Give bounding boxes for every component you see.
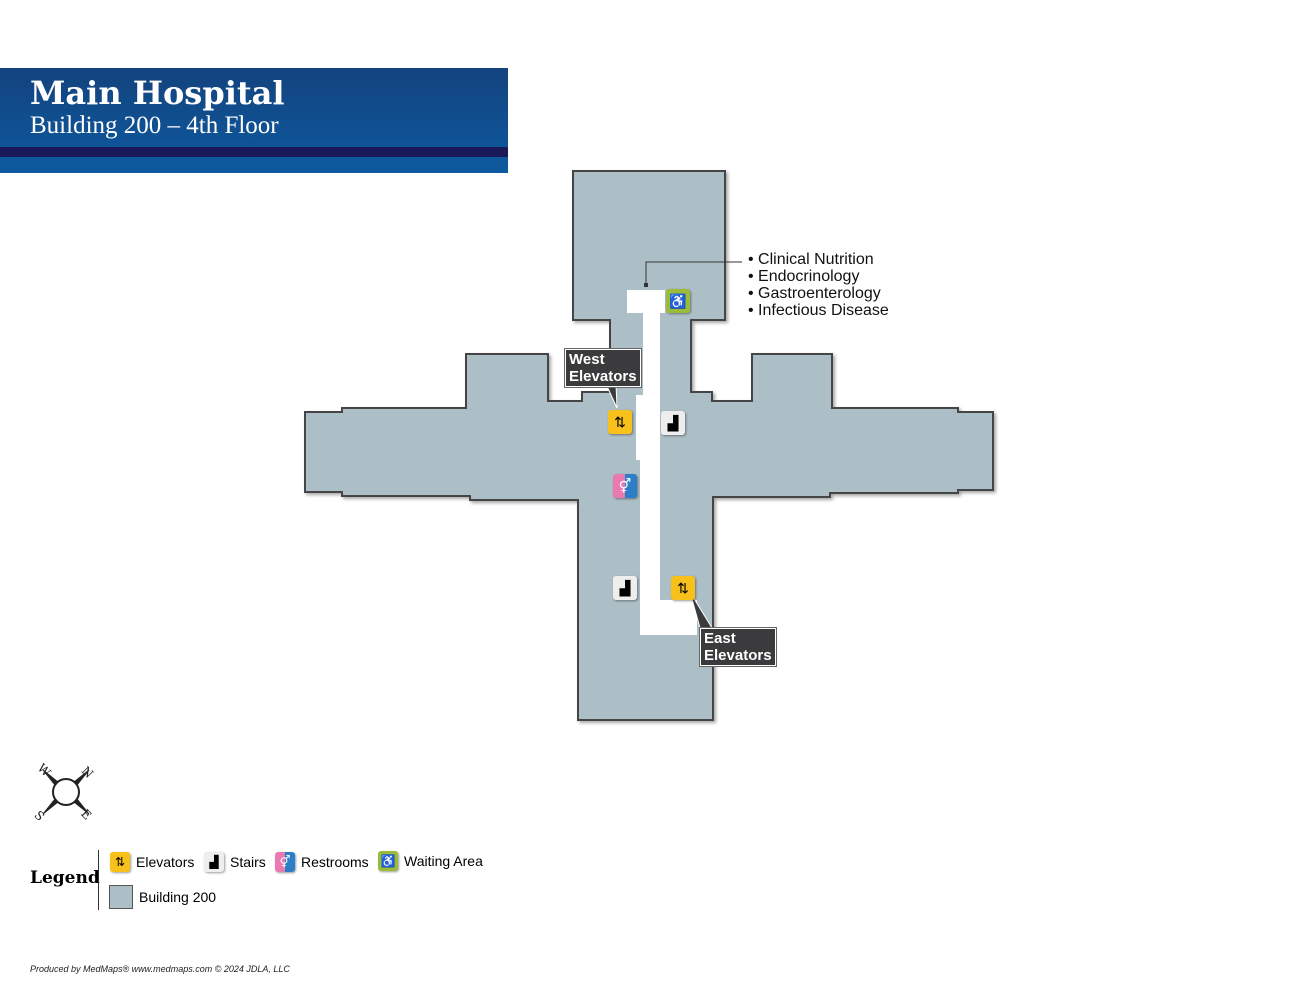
restrooms-icon[interactable]: ⚥ [613, 474, 637, 498]
east-elevators-callout[interactable]: East Elevators [700, 628, 776, 666]
department-item[interactable]: • Gastroenterology [748, 285, 881, 302]
legend-label: Building 200 [139, 889, 217, 905]
page-title: Main Hospital [30, 74, 285, 112]
map-header: Main Hospital Building 200 – 4th Floor [0, 68, 508, 173]
stairs-icon[interactable]: ▟ [661, 411, 685, 435]
legend-label: Waiting Area [404, 853, 483, 869]
stairs-icon: ▟ [204, 852, 224, 872]
page-subtitle: Building 200 – 4th Floor [30, 112, 279, 139]
compass-rose: W N S E [32, 761, 97, 824]
legend-waiting-area: ♿ Waiting Area [378, 851, 483, 871]
corridor [627, 290, 697, 635]
waiting-area-icon: ♿ [378, 851, 398, 871]
compass-s: S [32, 808, 48, 824]
restrooms-icon: ⚥ [275, 852, 295, 872]
footer-credit: Produced by MedMaps® www.medmaps.com © 2… [30, 964, 290, 974]
department-list: • Clinical Nutrition • Endocrinology • G… [748, 251, 889, 319]
department-item[interactable]: • Infectious Disease [748, 302, 889, 319]
elevator-icon: ⇅ [110, 852, 130, 872]
department-item[interactable]: • Clinical Nutrition [748, 251, 874, 268]
waiting-area-icon[interactable]: ♿ [666, 289, 690, 313]
west-elevator-icon[interactable]: ⇅ [608, 410, 632, 434]
legend-label: Elevators [136, 854, 195, 870]
leader-line [645, 261, 742, 285]
callout-line: Elevators [704, 647, 772, 664]
callout-line: Elevators [569, 368, 637, 385]
legend-label: Restrooms [301, 854, 369, 870]
department-item[interactable]: • Endocrinology [748, 268, 860, 285]
legend-building: Building 200 [109, 885, 216, 909]
legend-stairs: ▟ Stairs [204, 852, 266, 872]
callout-line: East [704, 630, 736, 647]
east-elevator-icon[interactable]: ⇅ [671, 576, 695, 600]
legend-divider [98, 850, 99, 910]
legend-label: Stairs [230, 854, 266, 870]
legend-elevators: ⇅ Elevators [110, 852, 194, 872]
west-elevators-callout[interactable]: West Elevators [565, 349, 641, 387]
header-band [0, 147, 508, 157]
stairs-icon[interactable]: ▟ [613, 576, 637, 600]
legend-restrooms: ⚥ Restrooms [275, 852, 369, 872]
legend-title: Legend [30, 868, 100, 888]
callout-line: West [569, 351, 605, 368]
compass-e: E [78, 807, 94, 823]
building-swatch [109, 885, 133, 909]
